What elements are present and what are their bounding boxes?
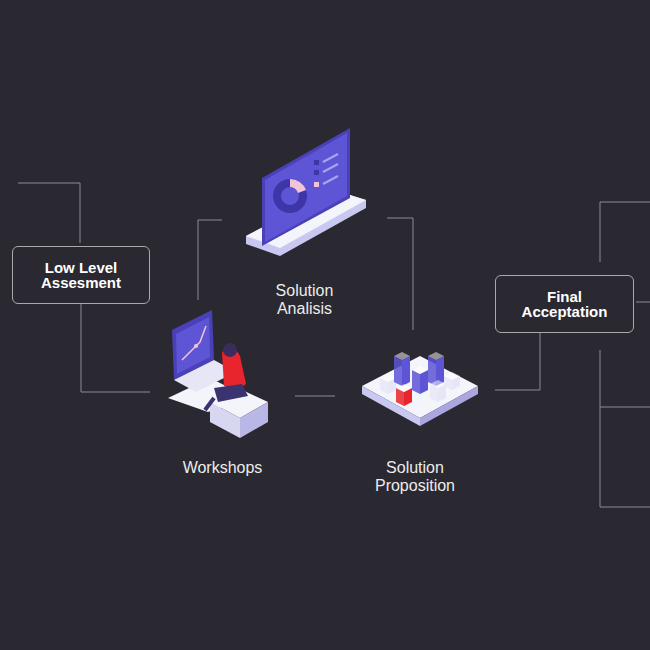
decor-lines (18, 183, 650, 507)
phase-box: Final Acceptation (495, 275, 634, 333)
bar-top (444, 372, 460, 380)
phase-label: Low Level Assesment (23, 260, 139, 290)
bar-side (420, 370, 428, 394)
bar-side (412, 370, 420, 394)
analysis-illustration (246, 128, 366, 256)
analysis-node: Solution Analisis (222, 120, 387, 322)
step-caption: Solution Analisis (255, 282, 355, 318)
connector (81, 304, 150, 392)
workshop-node: Workshops (150, 300, 295, 485)
bar-side (394, 356, 402, 386)
bar-top (394, 352, 410, 360)
connector (387, 218, 413, 330)
bar-top (396, 384, 412, 392)
bar-top (430, 380, 446, 388)
bar-side (402, 356, 410, 386)
phase-label: Final Acceptation (506, 289, 623, 319)
proposition-node: Solution Proposition (335, 330, 495, 500)
bar-top (428, 352, 444, 360)
workshop-illustration (168, 310, 268, 438)
step-caption: Workshops (163, 459, 283, 477)
connector (198, 220, 222, 300)
step-caption: Solution Proposition (360, 459, 470, 495)
bar-top (412, 366, 428, 374)
phase-box: Low Level Assesment (12, 246, 150, 304)
bar-side (428, 356, 436, 386)
bar-top (380, 374, 396, 382)
connector (295, 396, 335, 397)
connector (495, 333, 540, 390)
proposition-illustration (362, 352, 478, 426)
